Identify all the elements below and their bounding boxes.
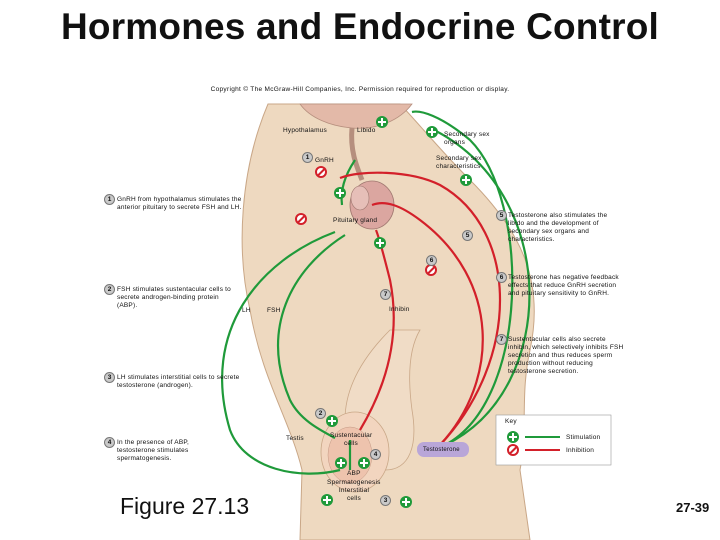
label-sustentacular-cells: Sustentacular cells (330, 432, 373, 447)
posterior-lobe-shape (350, 185, 370, 211)
figure-label: Figure 27.13 (120, 493, 250, 519)
fsh-pathway (277, 234, 346, 439)
marker-5: 5 (462, 230, 473, 241)
step-4-text: In the presence of ABP, testosterone sti… (117, 439, 190, 462)
marker-6: 6 (426, 255, 437, 266)
step-7-number: 7 (496, 334, 507, 345)
step-2-number: 2 (104, 284, 115, 295)
slide-title: Hormones and Endocrine Control (60, 6, 660, 47)
libido-stimulation-icon (376, 116, 388, 128)
label-secondary-sex-organs: Secondary sex organs (444, 131, 490, 146)
negative-feedback-pathway (371, 202, 484, 446)
step-4-number: 4 (104, 437, 115, 448)
marker-4: 4 (370, 449, 381, 460)
label-lh: LH (242, 307, 251, 314)
hypothalamus-shape (349, 127, 365, 181)
marker-2: 2 (315, 408, 326, 419)
label-secondary-sex-characteristics: Secondary sex characteristics (436, 155, 482, 170)
testosterone-to-hypothalamus-feedback (339, 171, 501, 446)
label-abp: ABP (347, 470, 361, 477)
step-5-number: 5 (496, 210, 507, 221)
key-inhibition-label: Inhibition (566, 447, 595, 454)
step-6-number: 6 (496, 272, 507, 283)
label-hypothalamus: Hypothalamus (283, 127, 327, 134)
page-number: 27-39 (676, 500, 710, 515)
label-inhibin: Inhibin (389, 306, 410, 313)
label-interstitial-cells: Interstitial cells (338, 487, 370, 502)
label-fsh: FSH (267, 307, 281, 314)
label-pituitary-gland: Pituitary gland (333, 217, 378, 224)
label-spermatogenesis: Spermatogenesis (327, 479, 381, 486)
pituitary-stimulation-icon (374, 237, 386, 249)
copyright-notice: Copyright © The McGraw-Hill Companies, I… (210, 86, 510, 93)
testosterone-stimulation-icon (400, 496, 412, 508)
step-3-number: 3 (104, 372, 115, 383)
key-stimulation-label: Stimulation (566, 434, 601, 441)
step-3-text: LH stimulates interstitial cells to secr… (117, 374, 240, 389)
testosterone-pill (417, 442, 469, 457)
sex-characteristics-stimulation-icon (460, 174, 472, 186)
gnrh-inhibition-icon (315, 166, 327, 178)
interstitial-stimulation-icon (321, 494, 333, 506)
spermatogenesis-stimulation-icon (358, 457, 370, 469)
abp-stimulation-icon (335, 457, 347, 469)
gnrh-stimulation-icon (334, 187, 346, 199)
marker-3: 3 (380, 495, 391, 506)
sex-organs-stimulation-icon (426, 126, 438, 138)
lh-pathway (221, 230, 341, 475)
step-1-text: GnRH from hypothalamus stimulates the an… (117, 196, 242, 211)
step-6-text: Testosterone has negative feedback effec… (508, 274, 619, 297)
step-2-text: FSH stimulates sustentacular cells to se… (117, 286, 231, 309)
marker-1: 1 (302, 152, 313, 163)
step-5-text: Testosterone also stimulates the libido … (508, 212, 608, 243)
pituitary-inhibition-icon (295, 213, 307, 225)
label-libido: Libido (357, 127, 376, 134)
step-7-text: Sustentacular cells also secrete inhibin… (508, 336, 624, 375)
key-inhibition-icon (507, 444, 519, 456)
label-testis: Testis (286, 435, 304, 442)
sustentacular-stimulation-icon (326, 415, 338, 427)
key-stimulation-icon (507, 431, 519, 443)
step-1-number: 1 (104, 194, 115, 205)
gnrh-pathway (340, 159, 356, 206)
testosterone-to-sex-organs-pathway (429, 127, 531, 446)
label-testosterone: Testosterone (423, 447, 460, 453)
testosterone-to-libido-pathway (411, 110, 514, 446)
marker-7: 7 (380, 289, 391, 300)
key-title: Key (505, 418, 517, 425)
label-gnrh: GnRH (315, 157, 334, 164)
